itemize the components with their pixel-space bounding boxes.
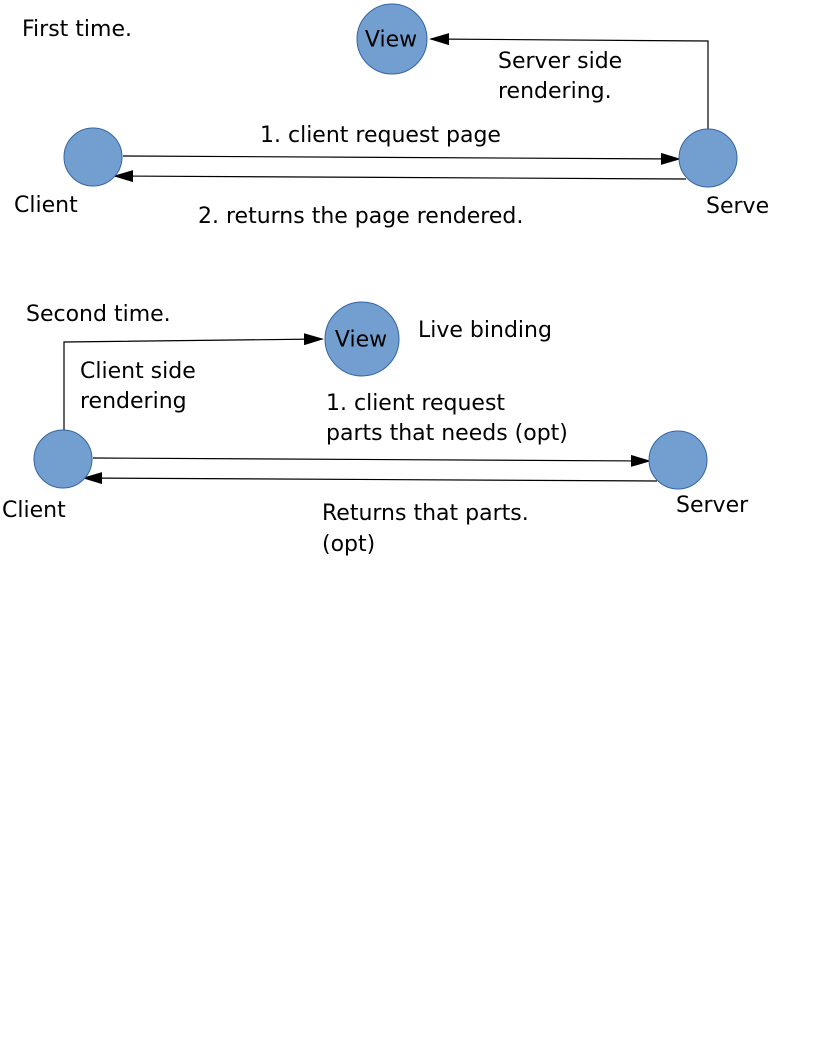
second-return-label-line2: (opt) xyxy=(322,532,375,557)
first-return-arrow xyxy=(113,170,687,183)
client-render-connector xyxy=(63,333,324,430)
second-server-node xyxy=(648,430,708,490)
second-request-arrow xyxy=(92,454,651,467)
server-render-label-line2: rendering. xyxy=(498,79,612,104)
first-view-node: View xyxy=(356,3,428,75)
first-server-label: Serve xyxy=(706,194,769,219)
second-return-label-line1: Returns that parts. xyxy=(322,501,529,526)
first-return-label: 2. returns the page rendered. xyxy=(198,204,523,229)
second-server-label: Server xyxy=(676,493,749,518)
client-render-label-line2: rendering xyxy=(80,389,187,414)
second-time-section: Second time. View Live binding Client si… xyxy=(2,301,749,557)
first-view-circle xyxy=(356,3,428,75)
second-client-node xyxy=(33,429,93,489)
first-client-label: Client xyxy=(14,193,78,218)
first-time-section: First time. View Server side rendering. … xyxy=(14,3,769,229)
live-binding-label: Live binding xyxy=(418,318,552,343)
second-view-circle xyxy=(324,301,400,377)
second-time-heading: Second time. xyxy=(26,302,171,327)
second-view-node: View xyxy=(324,301,400,377)
first-client-node xyxy=(63,127,123,187)
first-request-arrow xyxy=(122,152,681,165)
client-render-label-line1: Client side xyxy=(80,359,196,384)
first-request-label: 1. client request page xyxy=(260,123,501,148)
first-time-heading: First time. xyxy=(22,17,132,42)
second-request-label-line2: parts that needs (opt) xyxy=(326,421,568,446)
server-render-connector xyxy=(429,33,709,130)
first-server-node xyxy=(678,128,738,188)
second-view-label: View xyxy=(335,328,387,353)
first-view-label: View xyxy=(365,28,417,53)
second-return-arrow xyxy=(82,472,658,485)
second-client-label: Client xyxy=(2,498,66,523)
second-request-label-line1: 1. client request xyxy=(326,391,505,416)
server-render-label-line1: Server side xyxy=(498,49,622,74)
